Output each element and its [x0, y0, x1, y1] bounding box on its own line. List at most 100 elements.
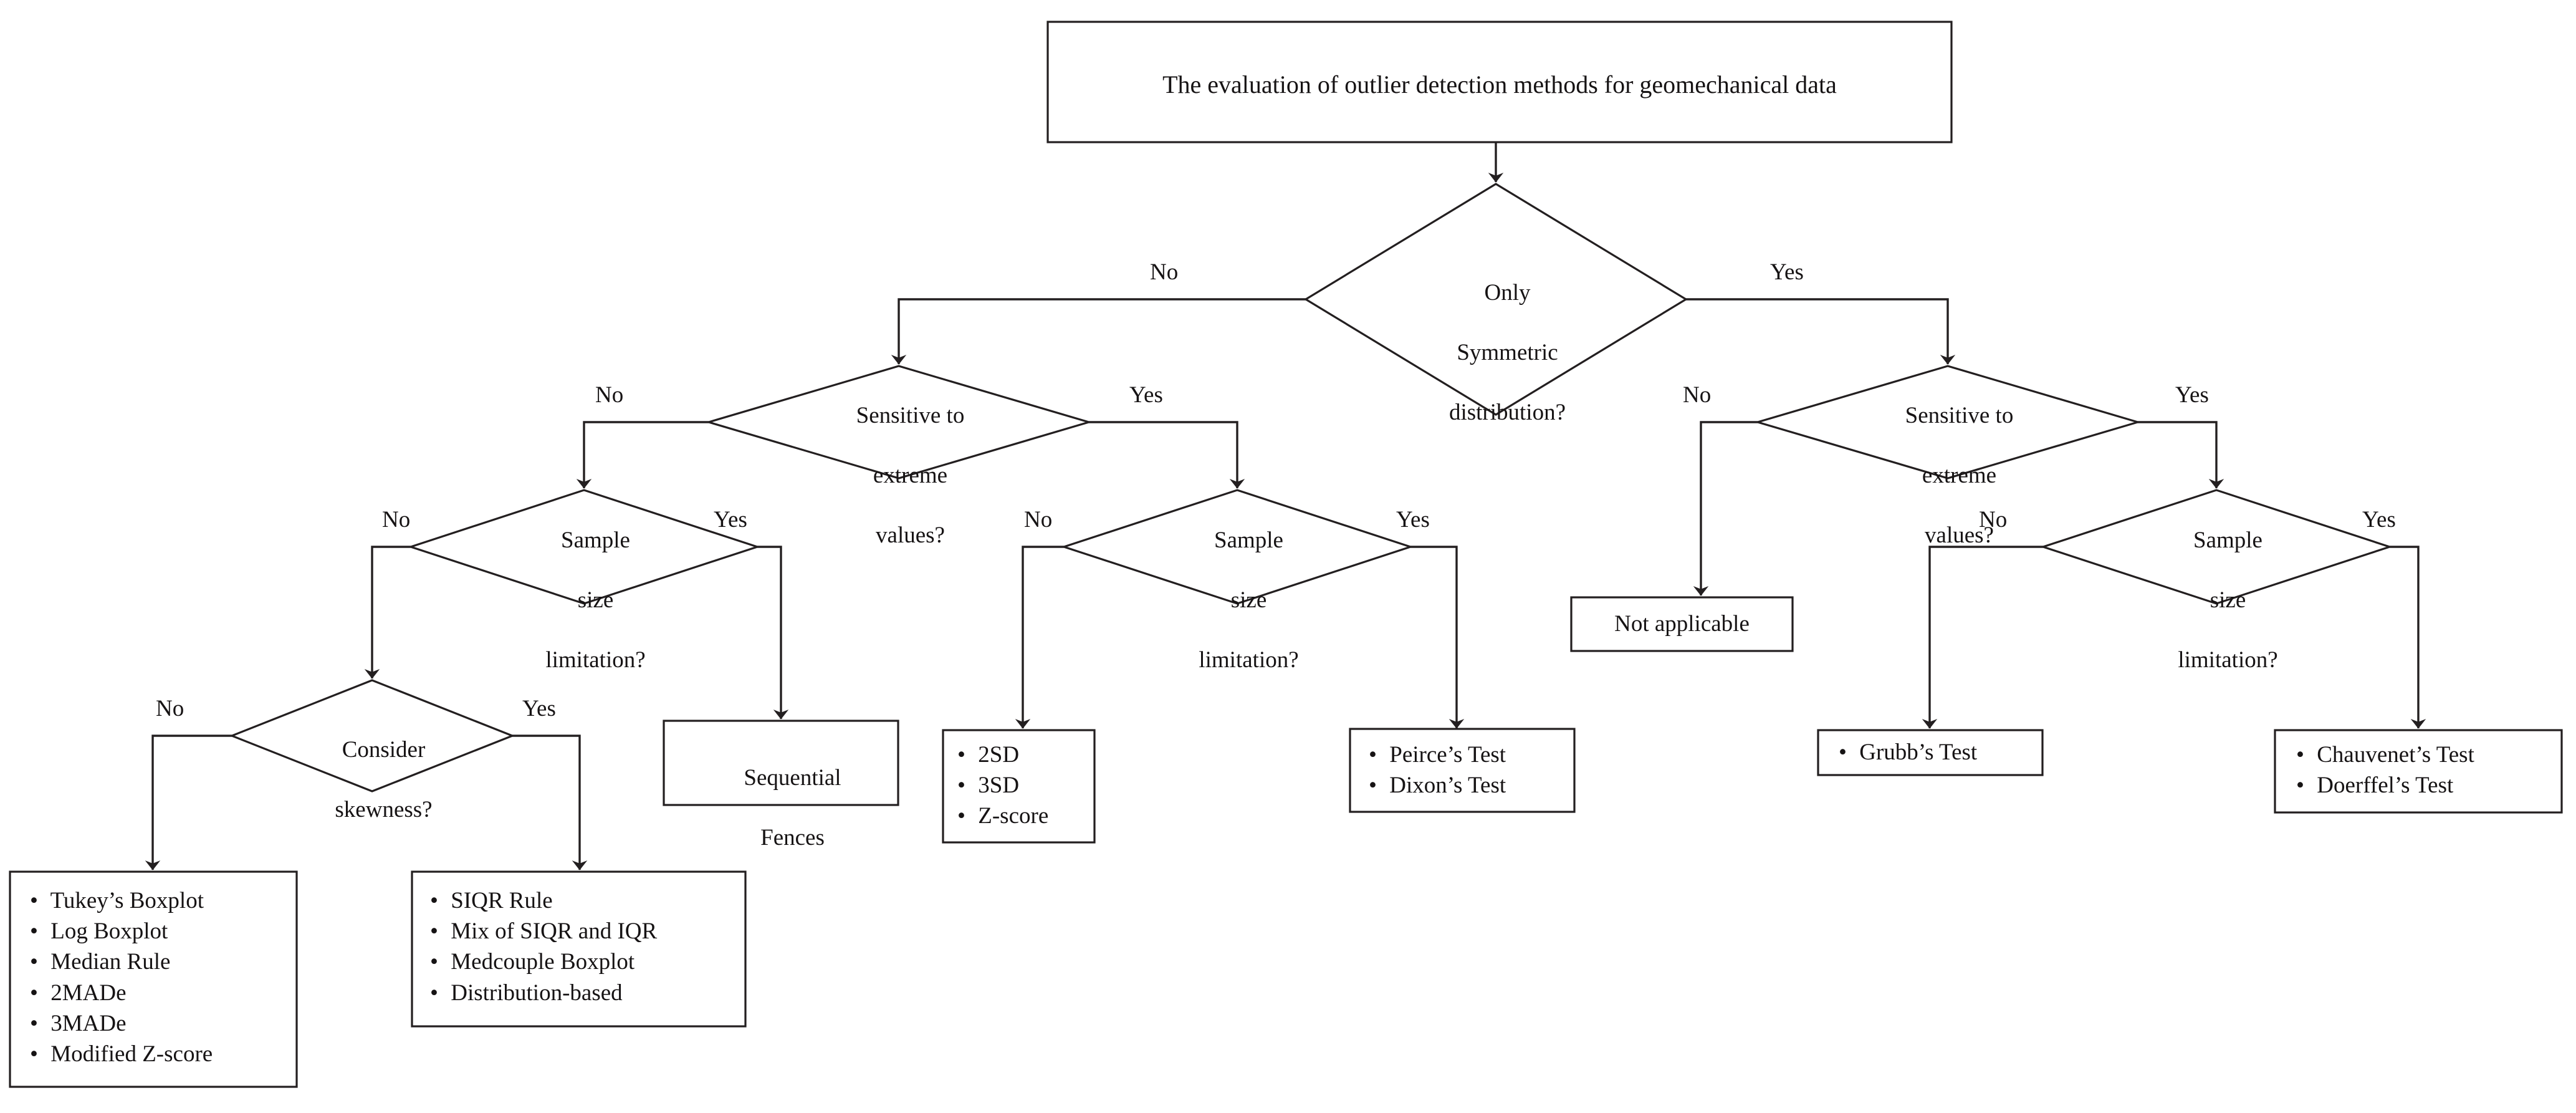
bullet-icon: •: [30, 1041, 38, 1067]
list-item-label: Grubb’s Test: [1854, 740, 1978, 765]
edge-label-left-sample-yes: Yes: [714, 507, 747, 532]
list-item: • SIQR Rule: [430, 885, 742, 916]
root-title-box: [1046, 21, 1953, 143]
list-item: • Mix of SIQR and IQR: [430, 916, 742, 947]
list-item-label: SIQR Rule: [445, 888, 553, 913]
list-item: • Median Rule: [30, 947, 298, 977]
list-item-label: Log Boxplot: [45, 918, 168, 945]
list-item: • Z-score: [957, 801, 1094, 831]
list-item-label: 2MADe: [45, 980, 127, 1006]
bullet-icon: •: [30, 1010, 38, 1036]
edge-skew-no: [145, 735, 232, 870]
list-item-label: Peirce’s Test: [1384, 742, 1506, 768]
decision-sample-size-mid: [1060, 489, 1414, 605]
edge-label-right-sample-no: No: [1979, 507, 2008, 532]
edge-label-skew-no: No: [156, 696, 184, 721]
edge-right-sample-no: [1922, 546, 2043, 729]
bullet-icon: •: [30, 949, 38, 975]
decision-only-symmetric: [1303, 183, 1688, 416]
edge-label-right-sample-yes: Yes: [2362, 507, 2396, 532]
bullet-icon: •: [957, 773, 965, 799]
list-item: • 2SD: [957, 740, 1094, 770]
outcome-list-sd-group: • 2SD• 3SD• Z-score: [957, 740, 1094, 832]
decision-sensitive-left: [705, 365, 1093, 479]
list-item-label: Median Rule: [45, 949, 171, 975]
list-item: • Medcouple Boxplot: [430, 947, 742, 977]
outcome-box-chauvenet-group: [2274, 729, 2563, 814]
bullet-icon: •: [30, 980, 38, 1006]
decision-consider-skewness: [229, 679, 515, 793]
bullet-icon: •: [2296, 742, 2304, 768]
list-item-label: Modified Z-score: [45, 1041, 213, 1067]
edge-label-left-sensitive-yes: Yes: [1129, 382, 1163, 408]
edge-left-sample-no: [364, 546, 411, 679]
bullet-icon: •: [430, 980, 438, 1006]
edge-label-mid-sample-no: No: [1024, 507, 1053, 532]
outcome-box-not-applicable: [1570, 596, 1794, 652]
edge-right-sensitive-yes: [2138, 421, 2224, 489]
list-item-label: Mix of SIQR and IQR: [445, 918, 658, 945]
list-item: • Modified Z-score: [30, 1039, 298, 1069]
list-item: • Peirce’s Test: [1369, 740, 1574, 770]
edge-skew-yes: [512, 735, 588, 870]
bullet-icon: •: [430, 888, 438, 913]
edge-mid-sample-yes: [1410, 546, 1465, 729]
edge-label-right-sensitive-no: No: [1683, 382, 1712, 408]
outcome-list-grubb-group: • Grubb’s Test: [1839, 737, 2038, 768]
outcome-list-chauvenet-group: • Chauvenet’s Test• Doerffel’s Test: [2296, 740, 2558, 801]
outcome-list-tukey-group: • Tukey’s Boxplot• Log Boxplot• Median R…: [30, 885, 298, 1069]
outcome-box-sd-group: [942, 729, 1096, 844]
edge-label-skew-yes: Yes: [522, 696, 556, 721]
decision-sample-size-right: [2039, 489, 2393, 605]
list-item: • Distribution-based: [430, 978, 742, 1008]
outcome-box-peirce-group: [1349, 728, 1576, 813]
bullet-icon: •: [957, 803, 965, 829]
outcome-list-peirce-group: • Peirce’s Test• Dixon’s Test: [1369, 740, 1574, 801]
list-item: • 2MADe: [30, 978, 298, 1008]
bullet-icon: •: [957, 742, 965, 768]
list-item-label: Doerffel’s Test: [2311, 773, 2454, 799]
list-item-label: Tukey’s Boxplot: [45, 888, 204, 913]
list-item-label: Medcouple Boxplot: [445, 949, 635, 975]
outcome-box-siqr-group: [411, 870, 747, 1028]
edge-left-sample-yes: [757, 546, 789, 720]
bullet-icon: •: [1839, 740, 1847, 765]
edge-label-left-sample-no: No: [382, 507, 411, 532]
edge-left-sensitive-yes: [1089, 421, 1245, 489]
list-item-label: 3MADe: [45, 1010, 127, 1036]
edge-left-sensitive-no: [576, 421, 709, 489]
edge-label-root-yes: Yes: [1770, 259, 1804, 285]
outcome-list-siqr-group: • SIQR Rule• Mix of SIQR and IQR• Medcou…: [430, 885, 742, 1008]
list-item: • Log Boxplot: [30, 916, 298, 947]
list-item-label: Chauvenet’s Test: [2311, 742, 2474, 768]
list-item: • Tukey’s Boxplot: [30, 885, 298, 916]
list-item: • 3MADe: [30, 1008, 298, 1039]
bullet-icon: •: [1369, 773, 1377, 799]
list-item: • Dixon’s Test: [1369, 770, 1574, 801]
decision-sample-size-left: [407, 489, 761, 605]
edge-label-left-sensitive-no: No: [595, 382, 624, 408]
edge-root-no: [891, 298, 1306, 365]
edge-label-mid-sample-yes: Yes: [1396, 507, 1430, 532]
bullet-icon: •: [2296, 773, 2304, 799]
list-item-label: 3SD: [972, 773, 1020, 799]
edge-label-root-no: No: [1150, 259, 1179, 285]
decision-sensitive-right: [1754, 365, 2142, 479]
bullet-icon: •: [430, 949, 438, 975]
bullet-icon: •: [30, 888, 38, 913]
bullet-icon: •: [1369, 742, 1377, 768]
edge-mid-sample-no: [1015, 546, 1064, 729]
edge-right-sensitive-no: [1693, 421, 1758, 596]
outcome-box-grubb-group: [1817, 729, 2044, 776]
edge-root-yes: [1686, 298, 1956, 365]
bullet-icon: •: [430, 918, 438, 945]
list-item-label: Z-score: [972, 803, 1049, 829]
outcome-box-tukey-group: [9, 870, 298, 1088]
list-item: • Doerffel’s Test: [2296, 770, 2558, 801]
edge-right-sample-yes: [2390, 546, 2426, 729]
list-item-label: Distribution-based: [445, 980, 623, 1006]
list-item: • Grubb’s Test: [1839, 737, 2038, 768]
edge-label-right-sensitive-yes: Yes: [2175, 382, 2209, 408]
